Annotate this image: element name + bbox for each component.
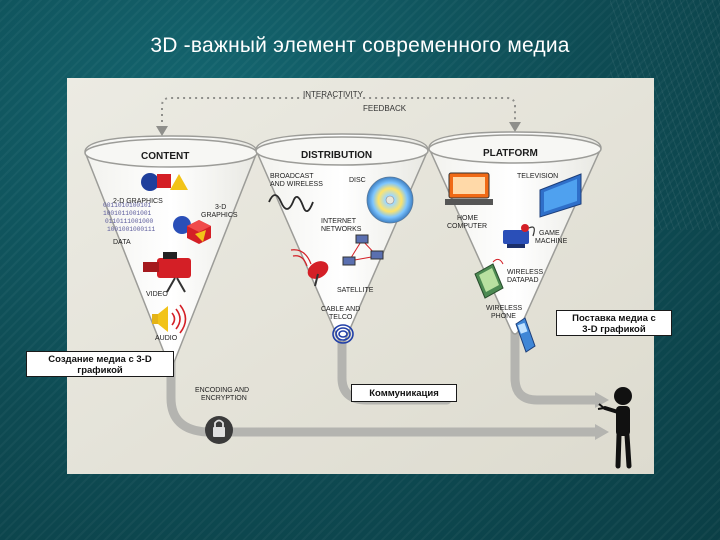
satellite-dish-icon <box>290 249 329 287</box>
svg-text:0011010100101: 0011010100101 <box>103 202 152 209</box>
internet-label-2: NETWORKS <box>321 226 362 233</box>
internet-label-1: INTERNET <box>321 218 357 225</box>
interactivity-label: INTERACTIVITY <box>303 90 364 99</box>
callout-media-creation-line1: Создание медиа с 3-D <box>48 354 152 365</box>
encoding-label-1: ENCODING AND <box>195 387 249 394</box>
datapad-label-1: WIRELESS <box>507 269 544 276</box>
satellite-label: SATELLITE <box>337 287 374 294</box>
broadcast-label-1: BROADCAST <box>270 173 314 180</box>
audio-label: AUDIO <box>155 335 178 342</box>
video-camera-icon <box>143 252 191 293</box>
binary-data-text: 0011010100101 1001011001001 011011100100… <box>103 202 156 233</box>
callout-communication: Коммуникация <box>351 384 457 402</box>
wireless-phone-label-1: WIRELESS <box>486 305 523 312</box>
broadcast-wave-icon <box>268 194 314 212</box>
slide-title: 3D -важный элемент современного медиа <box>150 34 570 57</box>
encoding-label-2: ENCRYPTION <box>201 395 247 402</box>
callout-media-delivery-line1: Поставка медиа с <box>572 313 656 324</box>
interactivity-feedback-loop <box>161 97 516 134</box>
home-computer-label-1: HOME <box>457 215 478 222</box>
graphics-2d-label: 2-D GRAPHICS <box>113 198 163 205</box>
callout-media-creation-line2: графикой <box>77 365 123 376</box>
callout-media-delivery: Поставка медиа с 3-D графикой <box>556 310 672 336</box>
feedback-arrowhead-left <box>156 126 168 136</box>
game-machine-label-2: MACHINE <box>535 238 568 245</box>
television-icon <box>539 173 582 218</box>
feedback-label: FEEDBACK <box>363 104 407 113</box>
game-machine-label-1: GAME <box>539 230 560 237</box>
cable-label-2: TELCO <box>329 314 353 321</box>
graphics-3d-icon <box>173 216 211 244</box>
person-figure-icon <box>597 387 632 469</box>
distribution-heading: DISTRIBUTION <box>301 150 372 161</box>
svg-text:1001001000111: 1001001000111 <box>107 226 156 233</box>
graphics-3d-label-2: GRAPHICS <box>201 212 238 219</box>
wireless-phone-label-2: PHONE <box>491 313 516 320</box>
home-computer-icon <box>445 172 493 205</box>
video-label: VIDEO <box>146 291 168 298</box>
broadcast-label-2: AND WIRELESS <box>270 181 323 188</box>
platform-heading: PLATFORM <box>483 148 538 159</box>
svg-text:0110111001000: 0110111001000 <box>105 218 154 225</box>
graphics-3d-label-1: 3-D <box>215 204 226 211</box>
flow-arrow-top <box>595 392 609 408</box>
graphics-2d-icon <box>141 173 188 191</box>
platform-funnel-rim <box>428 134 602 164</box>
cable-label-1: CABLE AND <box>321 306 360 313</box>
internet-network-icon <box>342 234 384 266</box>
television-label: TELEVISION <box>517 173 558 180</box>
flow-arrow-bottom <box>595 424 609 440</box>
home-computer-label-2: COMPUTER <box>447 223 487 230</box>
svg-text:1001011001001: 1001011001001 <box>103 210 152 217</box>
feedback-arrowhead-right <box>509 122 521 132</box>
distribution-funnel-rim <box>255 136 429 166</box>
disc-icon <box>366 176 414 224</box>
wireless-phone-icon <box>515 317 536 353</box>
callout-communication-text: Коммуникация <box>369 388 439 399</box>
data-label: DATA <box>113 239 131 246</box>
datapad-label-2: DATAPAD <box>507 277 539 284</box>
encryption-lock-icon <box>205 416 233 444</box>
game-machine-icon <box>503 224 535 248</box>
disc-label: DISC <box>349 177 366 184</box>
media-pipeline-diagram: INTERACTIVITY FEEDBACK CONTENT DISTRIBUT… <box>67 78 654 474</box>
audio-speaker-icon <box>152 304 187 334</box>
content-heading: CONTENT <box>141 151 189 162</box>
cable-coil-icon <box>332 324 354 344</box>
callout-media-creation: Создание медиа с 3-D графикой <box>26 351 174 377</box>
wireless-datapad-icon <box>474 258 504 299</box>
callout-media-delivery-line2: 3-D графикой <box>582 324 646 335</box>
